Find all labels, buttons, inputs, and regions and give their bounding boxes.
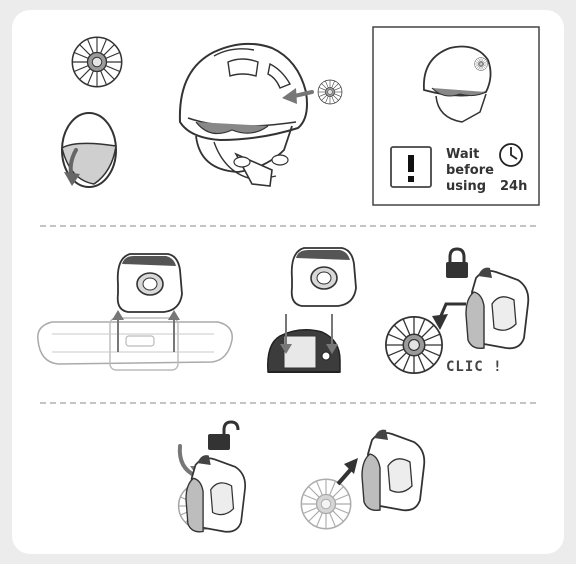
reflective-sticker-icon [71, 36, 123, 88]
headlamp-side-icon [465, 266, 530, 350]
helmet-small-icon [423, 45, 492, 123]
lock-closed-icon [446, 247, 468, 278]
wait-line-2: before [446, 163, 494, 178]
headlamp-removed-icon [361, 428, 426, 512]
sticker-faded-icon-2 [300, 478, 352, 530]
adapter-plate-icon [267, 329, 341, 373]
wait-line-3: using [446, 179, 487, 194]
wait-text: Wait before using [446, 147, 494, 195]
exclamation-icon [408, 155, 414, 182]
peel-arrow-icon [61, 112, 117, 188]
helmet-icon [178, 42, 308, 187]
remove-arrow-icon [336, 458, 358, 486]
lock-open-icon [208, 420, 240, 450]
clock-icon [499, 143, 523, 167]
headlamp-icon-2 [290, 247, 357, 307]
wait-line-1: Wait [446, 147, 480, 162]
sticker-small-icon [317, 79, 343, 105]
headlamp-icon [116, 253, 183, 313]
lift-arrows-icon [112, 310, 180, 352]
sticker-on-helmet-icon [385, 316, 443, 374]
click-label: CLIC ! [446, 359, 503, 375]
wait-time-label: 24h [500, 179, 528, 194]
helmet-arrow-icon [282, 88, 314, 104]
headband-icon [37, 317, 233, 371]
down-arrows-icon [280, 314, 338, 354]
clip-arrow-icon [432, 302, 466, 330]
headlamp-bottom-icon [185, 454, 247, 533]
